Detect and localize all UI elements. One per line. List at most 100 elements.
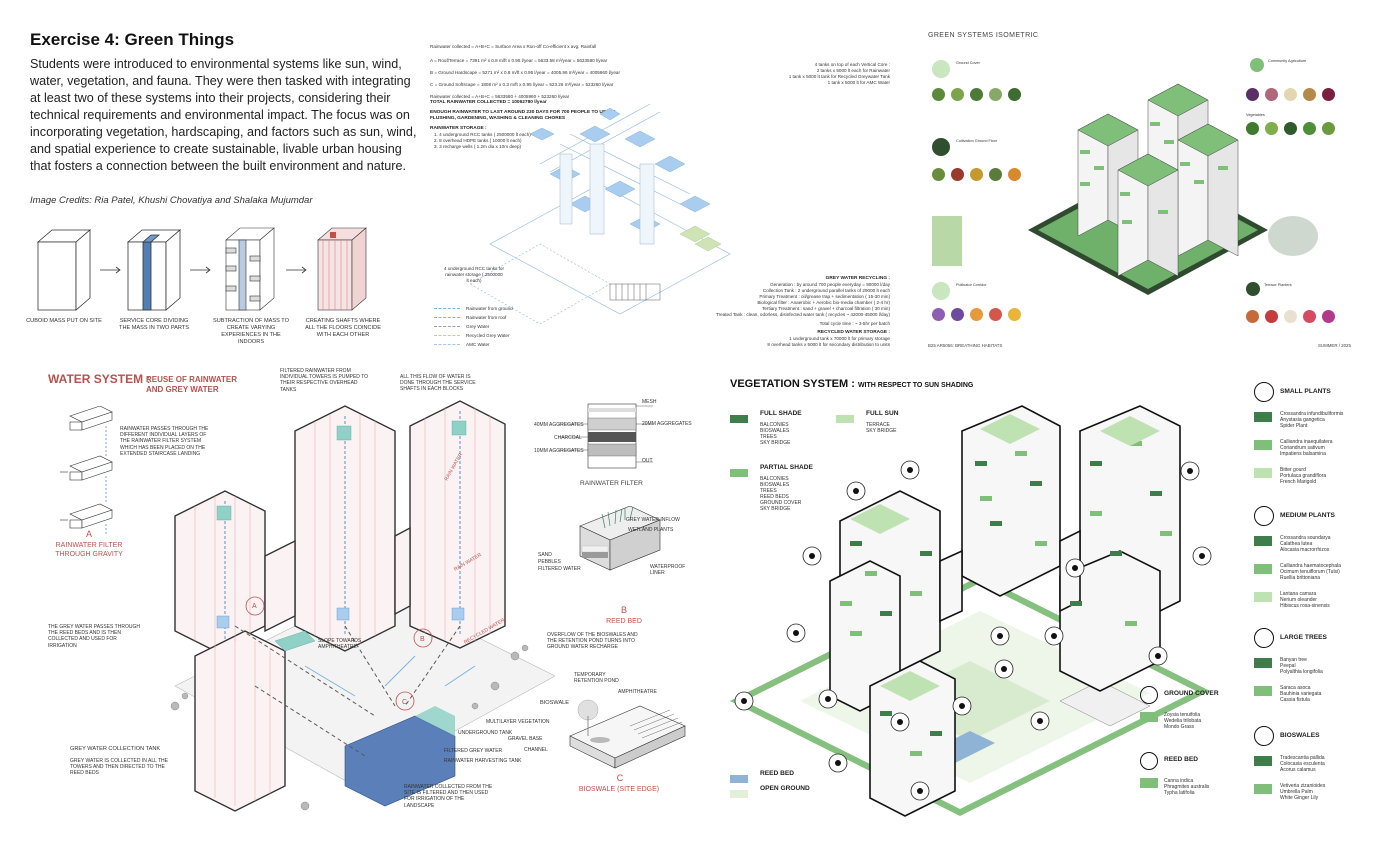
storage-item: 3. 3 recharge wells ( 1.2m dia x 10m dee… — [434, 144, 522, 149]
tag-c: C — [402, 699, 407, 706]
plant-photo — [1008, 88, 1021, 101]
shade-swatch — [730, 415, 748, 423]
legend-label: OPEN GROUND — [760, 785, 810, 792]
filter-layer-label: OUT — [642, 458, 653, 464]
recycling-line: Biological filter : Anaerobic + Aerobic … — [757, 300, 890, 305]
category-title: LARGE TREES — [1280, 634, 1327, 641]
plant-photo — [1303, 88, 1316, 101]
grey-tank-desc: GREY WATER IS COLLECTED IN ALL THE TOWER… — [70, 758, 168, 777]
recycling-line: Primary Treatment : oil/grease trap + se… — [759, 294, 890, 299]
caption-a-text: RAINWATER FILTER THROUGH GRAVITY — [55, 542, 123, 558]
species-name: Wedelia trilobata — [1164, 718, 1202, 724]
underground-tank-note: 4 underground RCC tanks for rainwater st… — [444, 266, 505, 283]
intro-paragraph: Students were introduced to environmenta… — [30, 57, 417, 173]
tag-b: B — [420, 636, 425, 643]
recycling-line: Tertiary Treatment : sand + gravel + cha… — [762, 306, 890, 311]
overhead-tank-note: FILTERED RAINWATER FROM INDIVIDUAL TOWER… — [280, 368, 369, 393]
category-title: GROUND COVER — [1164, 690, 1219, 697]
species-name: Anystasia gangetica — [1280, 417, 1325, 423]
partial-shade-legend: PARTIAL SHADE BALCONIES BIOSWALES TREES … — [730, 464, 813, 512]
shade-item: TERRACE — [866, 422, 890, 428]
tank-note: 4 tanks on top of each Vertical Core : — [814, 62, 890, 67]
plant-photo — [989, 88, 1002, 101]
species-name: Crossandra soundarya — [1280, 535, 1331, 541]
grey-tank-label: GREY WATER COLLECTION TANK — [70, 746, 161, 752]
service-core-drawing — [126, 229, 182, 311]
species-name: Calliandra inaequilatera — [1280, 439, 1333, 445]
cuboid-mass-drawing — [36, 229, 92, 311]
green-wall-photo — [932, 216, 962, 266]
reed-icon — [1140, 752, 1158, 770]
legend-row: Grey Water — [434, 322, 584, 331]
plant-photo — [932, 88, 945, 101]
species-name: Acorus calamus — [1280, 767, 1316, 773]
water-isometric-drawing — [469, 103, 731, 325]
vegetation-iso-drawing — [730, 405, 1212, 817]
plant-photo — [1303, 310, 1316, 323]
calc-line: A = Roof/Terrace = 7391 m² x 0.8 m/ft x … — [430, 58, 608, 63]
massing-diagram: CUBOID MASS PUT ON SITE SERVICE CORE DIV… — [26, 222, 410, 352]
species-swatch — [1254, 658, 1272, 668]
group-marker-icon — [932, 138, 950, 156]
plant-photo — [970, 308, 983, 321]
green-iso-title: GREEN SYSTEMS ISOMETRIC — [928, 32, 1039, 39]
reed-liner-label: WATERPROOF LINER — [650, 564, 686, 577]
reed-bed-note: THE GREY WATER PASSES THROUGH THE REED B… — [48, 624, 140, 649]
species-name: Calathea lutea — [1280, 541, 1313, 547]
reed-pebbles-label: PEBBLES — [538, 559, 561, 565]
bioswale-drawing — [569, 699, 686, 769]
legend-label: Rainwater from ground — [466, 305, 513, 311]
shade-item: SKY BRIDGE — [760, 506, 791, 512]
caption-c-letter: C — [616, 773, 624, 783]
rainwater-filter-title: RAINWATER FILTER — [580, 480, 643, 487]
plant-photo-row — [932, 308, 1021, 321]
plant-photo — [1265, 88, 1278, 101]
recycling-line: 1 underground tank x 70000 lt for primar… — [789, 336, 890, 341]
multilayer-label: MULTILAYER VEGETATION — [486, 719, 550, 725]
reed-inflow-label: GREY WATER INFLOW — [626, 517, 680, 523]
water-system-panel: WATER SYSTEM : REUSE OF RAINWATER AND GR… — [20, 366, 692, 836]
category-title: REED BED — [1164, 756, 1199, 763]
dash-line-icon — [434, 344, 460, 345]
group-marker-icon — [1250, 58, 1264, 72]
legend-swatch — [730, 775, 748, 783]
category-title: MEDIUM PLANTS — [1280, 512, 1335, 519]
massing-step-label: CUBOID MASS PUT ON SITE — [26, 318, 102, 324]
shaft-drawing — [317, 227, 367, 311]
recycling-line: Collection Tank : 2 underground parallel… — [762, 288, 890, 293]
plant-photo — [1284, 88, 1297, 101]
plant-photo — [1008, 168, 1021, 181]
shade-swatch — [836, 415, 854, 423]
shade-item: BALCONIES — [760, 476, 789, 482]
tag-a: A — [252, 603, 257, 610]
recycling-line: 8 overhead tanks x 5000 lt for secondary… — [767, 342, 890, 347]
species-name: Peepal — [1280, 663, 1296, 669]
species-swatch — [1254, 686, 1272, 696]
category-title: SMALL PLANTS — [1280, 388, 1331, 395]
legend-label: Recycled Grey Water — [466, 332, 510, 338]
species-name: White Ginger Lily — [1280, 795, 1319, 801]
plant-photo-row — [932, 88, 1021, 101]
plant-photo — [1322, 88, 1335, 101]
calc-line: Rainwater collected = A+B+C = 5633580 + … — [430, 94, 570, 99]
group-name: Pollinator Corridor — [956, 283, 987, 287]
harvest-tank-label: RAINWATER HARVESTING TANK — [444, 758, 522, 764]
tank-note: 1 tank x 5000 lt for AMC Water — [827, 80, 890, 85]
shade-title: FULL SHADE — [760, 410, 802, 417]
reed-sand-label: SAND — [538, 552, 552, 558]
water-system-title: WATER SYSTEM : — [48, 372, 150, 386]
plant-photo — [951, 308, 964, 321]
plant-photo — [1265, 310, 1278, 323]
massing-drawings — [36, 227, 367, 311]
water-system-drawing: RAIN WATER RAIN WATER RECYCLED WATER A B… — [170, 400, 555, 812]
plant-photo — [932, 168, 945, 181]
shade-swatch — [730, 469, 748, 477]
plant-photo — [970, 168, 983, 181]
plant-photo — [1265, 122, 1278, 135]
medium-plant-icon — [1254, 506, 1274, 526]
legend-row: Recycled Grey Water — [434, 331, 584, 340]
water-system-subtitle: REUSE OF RAINWATER AND GREY WATER — [146, 375, 237, 394]
species-name: Nerium oleander — [1280, 597, 1317, 603]
species-name: Portulaca grandiflora — [1280, 473, 1327, 479]
legend-swatch — [730, 790, 748, 798]
